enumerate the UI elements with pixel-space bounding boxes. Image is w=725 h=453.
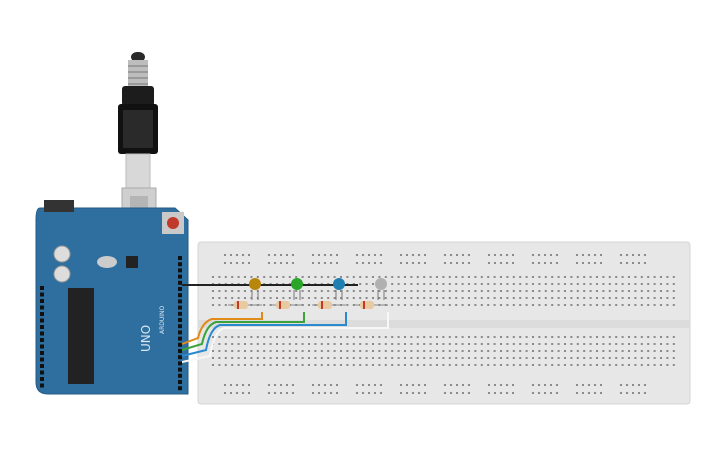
breadboard-holes bbox=[212, 254, 675, 394]
uno-label: UNO bbox=[139, 325, 153, 352]
orange-wire bbox=[181, 312, 263, 345]
resistor-1 bbox=[228, 301, 262, 309]
reset-button[interactable] bbox=[167, 217, 179, 229]
white-led bbox=[375, 278, 387, 300]
resistors[interactable] bbox=[228, 301, 388, 309]
capacitor-1 bbox=[53, 245, 71, 263]
white-wire bbox=[181, 312, 389, 363]
atmega-chip bbox=[68, 288, 94, 384]
green-wire bbox=[181, 312, 305, 351]
leds[interactable] bbox=[249, 278, 387, 300]
orange-led bbox=[249, 278, 261, 300]
wires[interactable] bbox=[181, 284, 389, 363]
usb-chip bbox=[126, 256, 138, 268]
power-header bbox=[40, 286, 44, 388]
arduino-brand-label: ARDUINO bbox=[159, 305, 166, 334]
green-led bbox=[291, 278, 303, 300]
power-jack bbox=[44, 200, 74, 212]
arduino-uno-board[interactable]: UNO ARDUINO bbox=[35, 200, 189, 395]
resistor-3 bbox=[312, 301, 346, 309]
resistor-2 bbox=[270, 301, 304, 309]
crystal bbox=[97, 256, 117, 268]
blue-wire bbox=[181, 312, 347, 357]
breadboard[interactable] bbox=[197, 241, 691, 405]
blue-led bbox=[333, 278, 345, 300]
capacitor-2 bbox=[53, 265, 71, 283]
usb-b-cable-icon[interactable] bbox=[118, 52, 158, 225]
resistor-4 bbox=[354, 301, 388, 309]
digital-header bbox=[178, 256, 182, 391]
